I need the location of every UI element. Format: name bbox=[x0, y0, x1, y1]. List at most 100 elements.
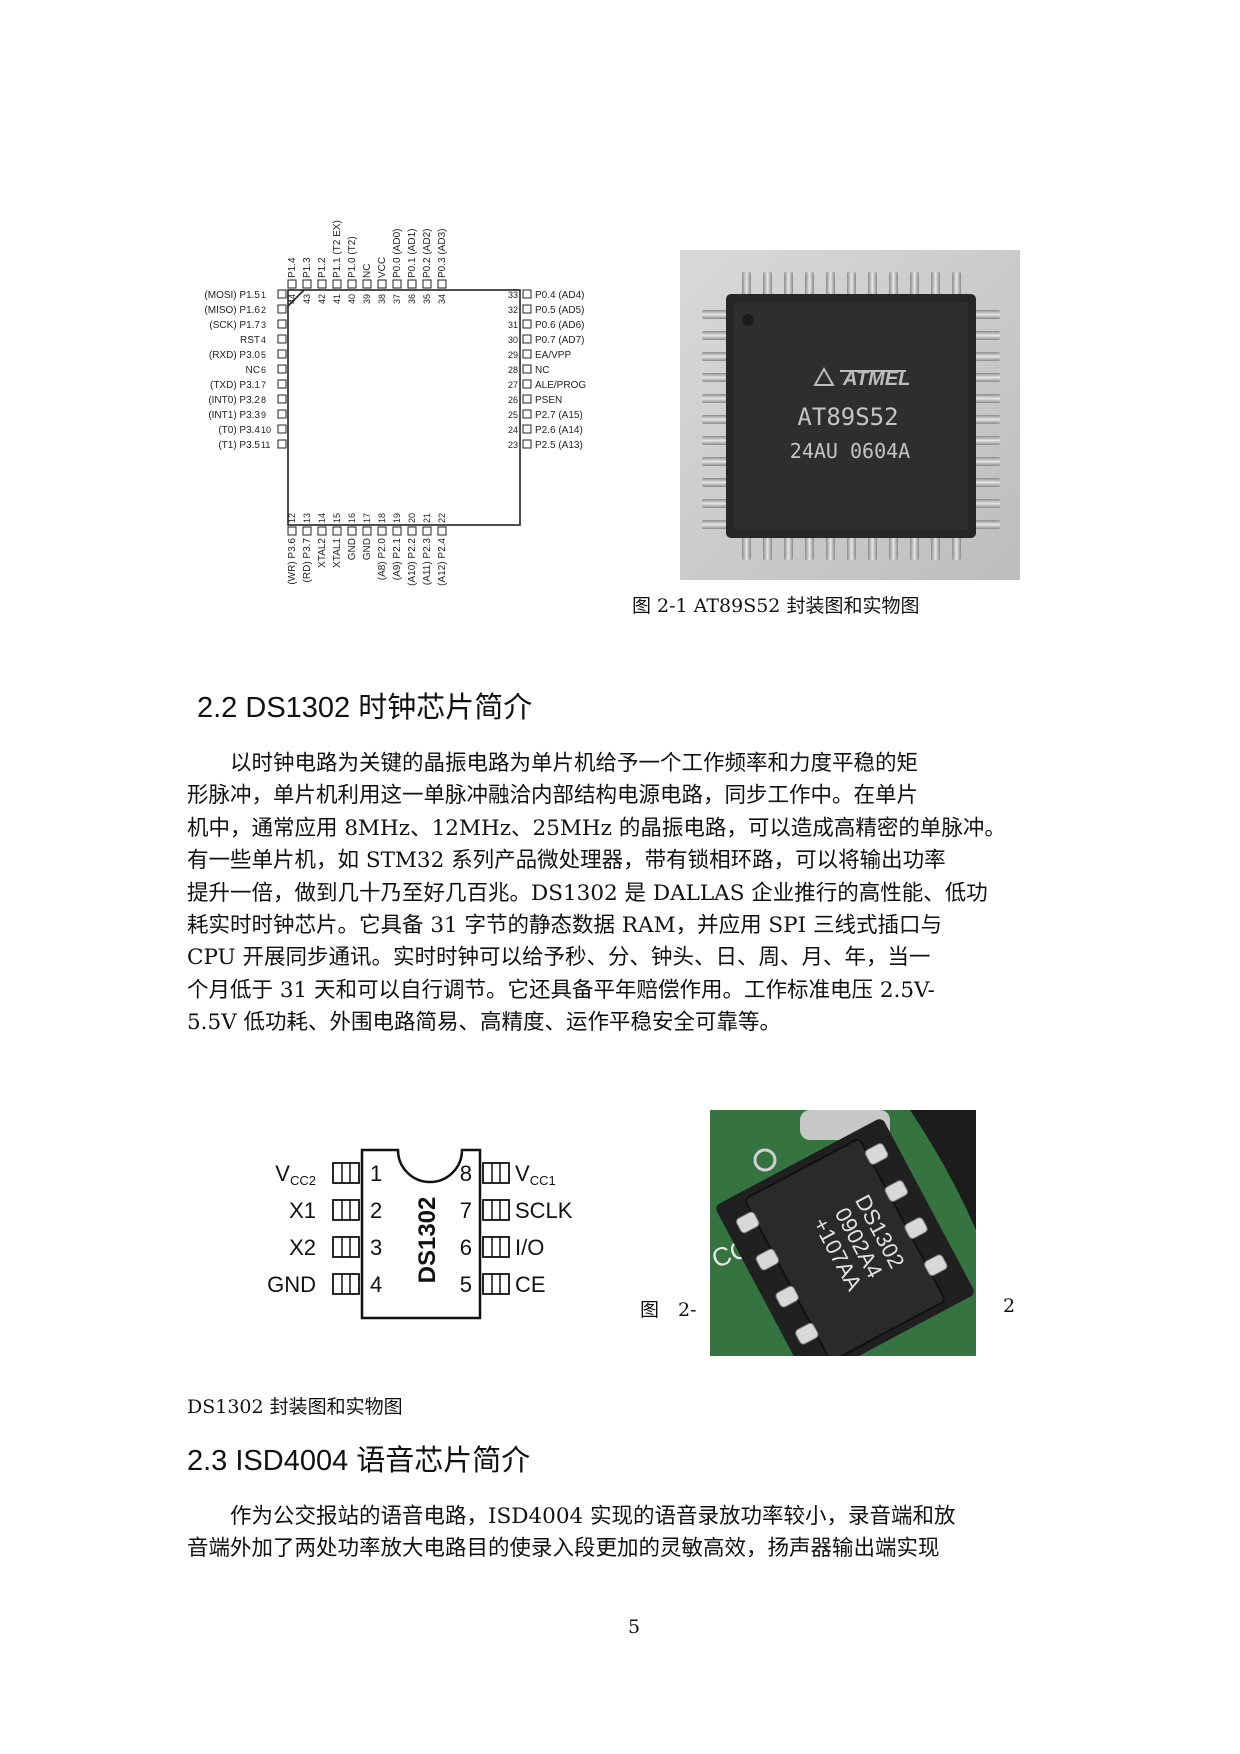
figure-caption-1: 图 2-1 AT89S52 封装图和实物图 bbox=[632, 595, 920, 617]
qfp-pin-label: P2.6 (A14) bbox=[535, 425, 583, 436]
chip-lead bbox=[868, 534, 877, 560]
qfp-pin-label: (INT0) P3.2 bbox=[208, 395, 260, 406]
ds1302-photo: CC ND CLK DS1302 0902A4 +107AA bbox=[710, 1110, 976, 1356]
qfp-pin-number: 33 bbox=[508, 290, 518, 300]
qfp-pin-pad bbox=[437, 526, 447, 536]
chip-lead bbox=[952, 272, 961, 298]
qfp-pin-label: NC bbox=[246, 365, 260, 376]
qfp-pin-pad bbox=[522, 394, 532, 404]
page-number: 5 bbox=[628, 1616, 641, 1638]
chip-lead bbox=[775, 1285, 799, 1308]
atmel-logo-icon: ATMEL bbox=[813, 366, 910, 390]
dip-pin-label: X2 bbox=[289, 1235, 316, 1260]
qfp-pin-label: XTAL1 bbox=[332, 538, 343, 568]
chip-lead bbox=[972, 331, 1000, 340]
paragraph-line: 耗实时时钟芯片。它具备 31 字节的静态数据 RAM，并应用 SPI 三线式插口… bbox=[187, 913, 942, 939]
qfp-pin-number: 29 bbox=[508, 350, 518, 360]
qfp-pin-number: 1 bbox=[261, 290, 266, 300]
chip-lead bbox=[868, 272, 877, 298]
qfp-pin-pad bbox=[277, 349, 287, 359]
qfp-pin-number: 4 bbox=[261, 335, 266, 345]
qfp-pin-label: P0.0 (AD0) bbox=[392, 229, 403, 278]
qfp-pin-number: 26 bbox=[508, 395, 518, 405]
chip-lead bbox=[972, 373, 1000, 382]
qfp-pin-label: P0.5 (AD5) bbox=[535, 305, 584, 316]
section-heading-2-3: 2.3 ISD4004 语音芯片简介 bbox=[187, 1445, 531, 1477]
chip-lead bbox=[904, 1217, 928, 1239]
qfp-pin-number: 19 bbox=[392, 513, 402, 523]
qfp-pin-pad bbox=[277, 334, 287, 344]
qfp-pin-number: 8 bbox=[261, 395, 266, 405]
qfp-pin-label: (A11) P2.3 bbox=[422, 538, 433, 585]
qfp-pin-number: 34 bbox=[437, 294, 447, 304]
qfp-pin-label: P1.4 bbox=[287, 257, 298, 278]
paragraph-line: 音端外加了两处功率放大电路目的使录入段更加的灵敏高效，扬声器输出端实现 bbox=[187, 1536, 940, 1562]
qfp-pin-number: 40 bbox=[347, 294, 357, 304]
qfp-pin-label: P0.6 (AD6) bbox=[535, 320, 584, 331]
dip-pin-label: SCLK bbox=[515, 1198, 573, 1223]
qfp-pin-pad bbox=[522, 364, 532, 374]
qfp-pin-label: P2.5 (A13) bbox=[535, 440, 583, 451]
qfp-pin-pad bbox=[392, 526, 402, 536]
chip-lead bbox=[931, 272, 940, 298]
qfp-pin-label: P0.4 (AD4) bbox=[535, 290, 584, 301]
qfp-pin-number: 2 bbox=[261, 305, 266, 315]
chip-lead bbox=[755, 1248, 780, 1271]
chip-lead bbox=[864, 1143, 889, 1165]
chip-lead bbox=[972, 520, 1000, 529]
figure-caption-2-line2: DS1302 封装图和实物图 bbox=[187, 1396, 403, 1418]
qfp-pin-pad bbox=[522, 319, 532, 329]
dip-pin-number: 5 bbox=[460, 1272, 472, 1297]
dip-chip-label: DS1302 bbox=[414, 1197, 441, 1284]
qfp-pin-number: 42 bbox=[317, 294, 327, 304]
qfp-pin-number: 38 bbox=[377, 294, 387, 304]
qfp-pin-pad bbox=[522, 304, 532, 314]
qfp-pin-pad bbox=[522, 289, 532, 299]
chip-lead bbox=[972, 478, 1000, 487]
qfp-pin-number: 36 bbox=[407, 294, 417, 304]
chip-lead bbox=[847, 534, 856, 560]
qfp-pin-pad bbox=[377, 279, 387, 289]
qfp-pin-number: 27 bbox=[508, 380, 518, 390]
qfp-pin-number: 44 bbox=[287, 294, 297, 304]
qfp-pin-label: GND bbox=[362, 538, 373, 560]
chip-lead bbox=[847, 272, 856, 298]
dip-pin-number: 8 bbox=[460, 1161, 472, 1186]
section-heading-2-2: 2.2 DS1302 时钟芯片简介 bbox=[197, 692, 533, 724]
dip-pin-label: VCC1 bbox=[515, 1161, 556, 1188]
chip-lead bbox=[924, 1254, 948, 1277]
chip-lead bbox=[702, 352, 730, 361]
chip-lead bbox=[795, 1322, 819, 1345]
qfp-pin-label: P0.3 (AD3) bbox=[437, 229, 448, 278]
chip-lead bbox=[910, 272, 919, 298]
chip-code-marking: 24AU 0604A bbox=[790, 439, 910, 463]
qfp-pin-label: P0.7 (AD7) bbox=[535, 335, 584, 346]
dip-pin-number: 1 bbox=[370, 1161, 382, 1186]
qfp-pin-number: 16 bbox=[347, 513, 357, 523]
chip-lead bbox=[972, 457, 1000, 466]
qfp-pin-pad bbox=[362, 279, 372, 289]
chip-lead bbox=[972, 394, 1000, 403]
chip-lead bbox=[763, 534, 772, 560]
qfp-pin-number: 39 bbox=[362, 294, 372, 304]
paragraph-line: 以时钟电路为关键的晶振电路为单片机给予一个工作频率和力度平稳的矩 bbox=[187, 751, 919, 776]
paragraph-line: 个月低于 31 天和可以自行调节。它还具备平年赔偿作用。工作标准电压 2.5V- bbox=[187, 977, 935, 1003]
chip-lead bbox=[742, 534, 751, 560]
qfp-pin-label: (WR) P3.6 bbox=[287, 538, 298, 585]
figure-caption-2-left: 图 2- bbox=[640, 1299, 697, 1321]
qfp-pin-number: 24 bbox=[508, 425, 518, 435]
chip-lead bbox=[805, 272, 814, 298]
qfp-pin-pad bbox=[422, 526, 432, 536]
qfp-pin-pad bbox=[277, 319, 287, 329]
qfp-pin-label: (A12) P2.4 bbox=[437, 538, 448, 586]
qfp-pin-number: 21 bbox=[422, 513, 432, 523]
qfp-pin-number: 7 bbox=[261, 380, 266, 390]
chip-lead bbox=[884, 1180, 908, 1202]
chip-lead bbox=[702, 331, 730, 340]
qfp-pin-label: (A9) P2.1 bbox=[392, 538, 403, 581]
qfp-pin-label: XTAL2 bbox=[317, 538, 328, 568]
qfp-pin-number: 32 bbox=[508, 305, 518, 315]
qfp-pin-pad bbox=[287, 279, 297, 289]
